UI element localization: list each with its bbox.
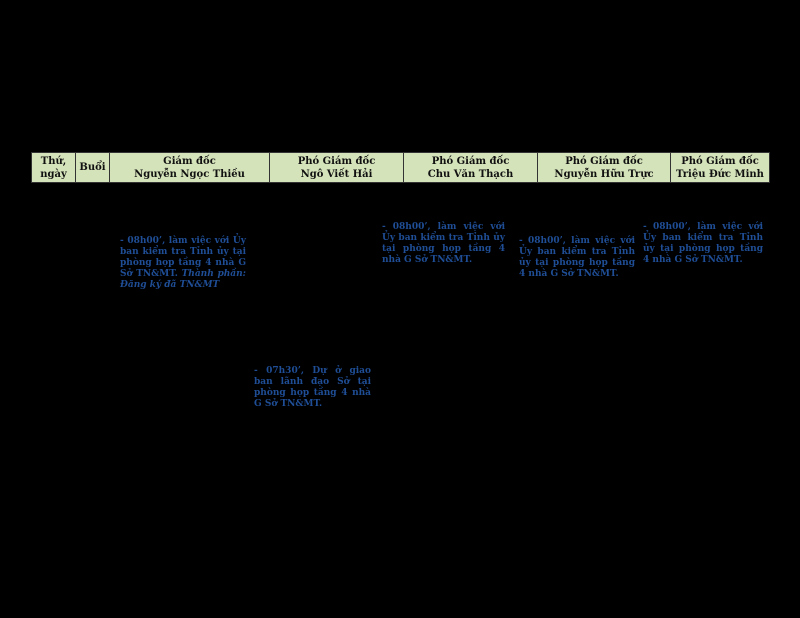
hai-schedule-text: - 07h30’, Dự ở giao ban lãnh đạo Sở tại … <box>254 366 371 409</box>
header-deputy-hai-title: Phó Giám đốc <box>297 155 376 167</box>
header-deputy-minh: Phó Giám đốc Triệu Đức Minh <box>670 153 770 182</box>
director-schedule-text: - 08h00’, làm việc với Ủy ban kiểm tra T… <box>120 236 246 279</box>
header-deputy-minh-title: Phó Giám đốc <box>681 155 759 167</box>
header-director-title: Giám đốc <box>163 155 216 167</box>
minh-schedule-note: - 08h00’, làm việc với Ủy ban kiểm tra T… <box>643 222 763 266</box>
minh-schedule-text: - 08h00’, làm việc với Ủy ban kiểm tra T… <box>643 222 763 265</box>
header-session-label: Buổi <box>79 162 106 173</box>
header-deputy-truc: Phó Giám đốc Nguyễn Hữu Trực <box>537 153 670 182</box>
header-deputy-thach-name: Chu Văn Thạch <box>427 168 514 180</box>
truc-schedule-text: - 08h00’, làm việc với Ủy ban kiểm tra T… <box>519 236 635 279</box>
header-day: Thứ, ngày <box>31 153 75 182</box>
header-day-line1: Thứ, <box>40 155 67 167</box>
header-day-line2: ngày <box>40 168 67 180</box>
header-director-name: Nguyễn Ngọc Thiều <box>134 168 245 180</box>
schedule-header-row: Thứ, ngày Buổi Giám đốc Nguyễn Ngọc Thiề… <box>31 152 770 183</box>
director-schedule-participants: Thành phần: Đăng ký đã TN&MT <box>120 269 246 290</box>
header-deputy-hai-name: Ngô Viết Hải <box>300 168 373 180</box>
header-deputy-hai: Phó Giám đốc Ngô Viết Hải <box>269 153 403 182</box>
header-director: Giám đốc Nguyễn Ngọc Thiều <box>109 153 269 182</box>
header-session: Buổi <box>75 153 109 182</box>
hai-schedule-note: - 07h30’, Dự ở giao ban lãnh đạo Sở tại … <box>254 366 371 410</box>
header-deputy-thach: Phó Giám đốc Chu Văn Thạch <box>403 153 537 182</box>
header-deputy-truc-title: Phó Giám đốc <box>565 155 643 167</box>
header-deputy-minh-name: Triệu Đức Minh <box>676 168 764 180</box>
thach-schedule-text: - 08h00’, làm việc với Ủy ban kiểm tra T… <box>382 222 505 265</box>
header-deputy-truc-name: Nguyễn Hữu Trực <box>554 168 654 180</box>
director-schedule-note: - 08h00’, làm việc với Ủy ban kiểm tra T… <box>120 236 246 291</box>
header-deputy-thach-title: Phó Giám đốc <box>431 155 510 167</box>
thach-schedule-note: - 08h00’, làm việc với Ủy ban kiểm tra T… <box>382 222 505 266</box>
truc-schedule-note: - 08h00’, làm việc với Ủy ban kiểm tra T… <box>519 236 635 280</box>
